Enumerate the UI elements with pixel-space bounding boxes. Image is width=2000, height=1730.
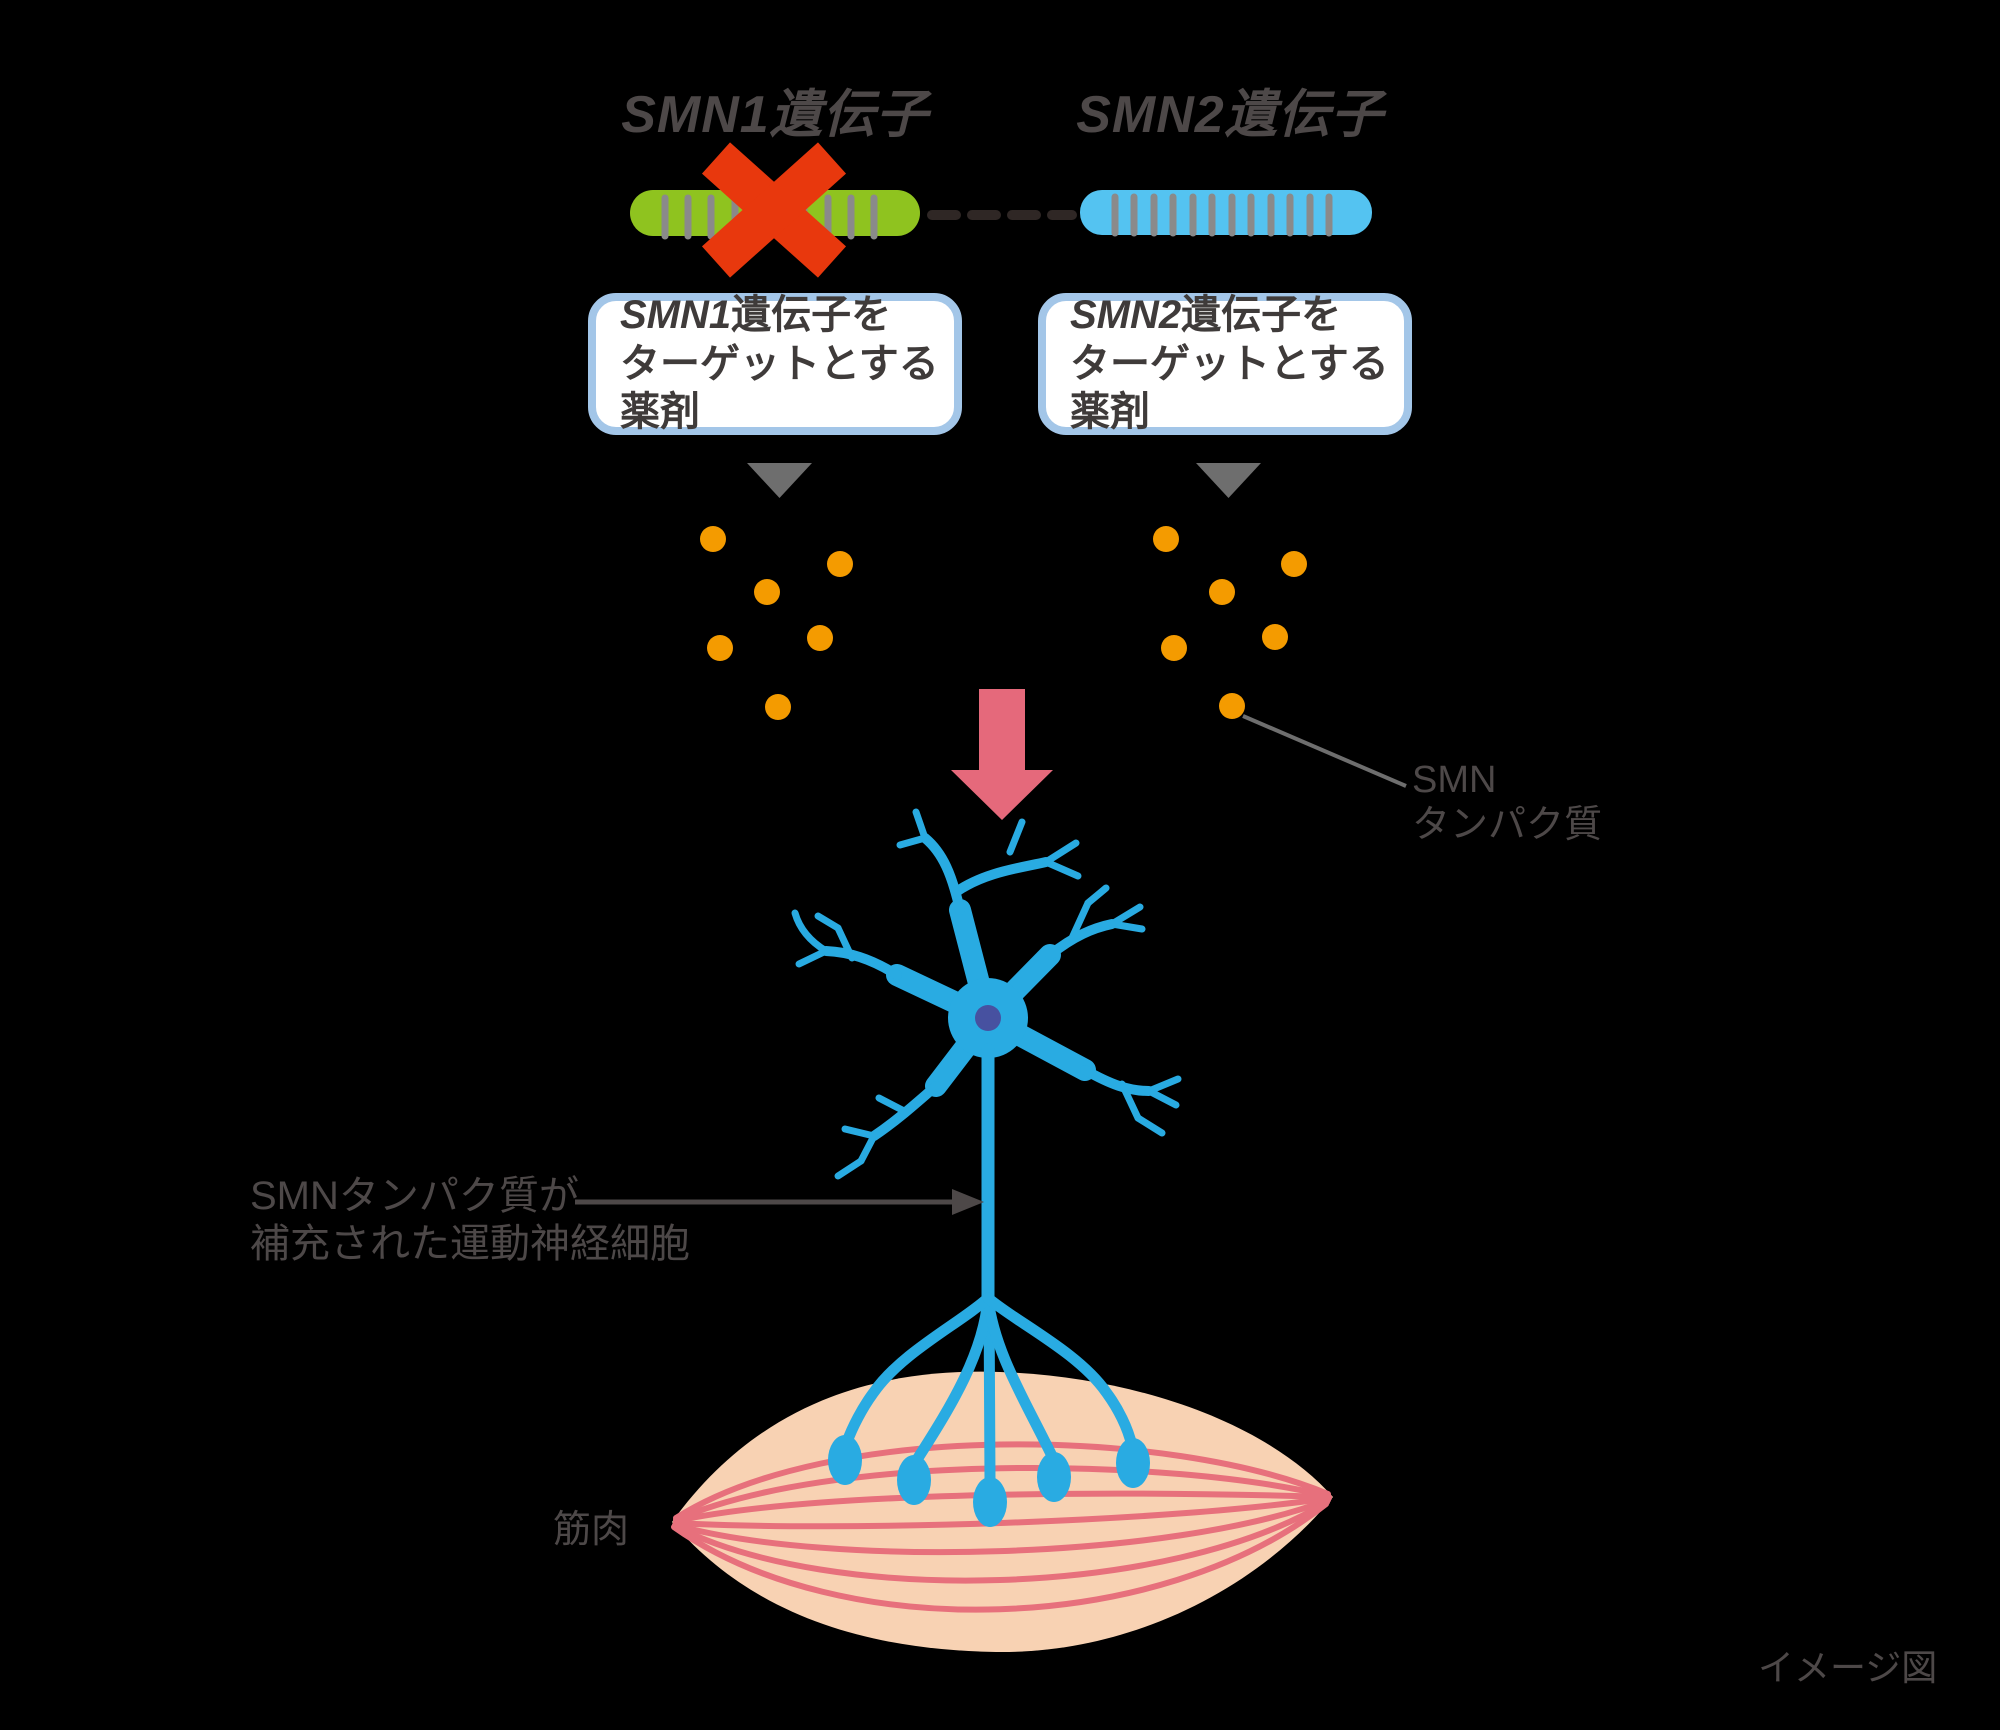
smn-protein-label-line1: SMN (1412, 759, 1497, 801)
smn-protein-dot (754, 579, 780, 605)
smn-protein-dot (827, 551, 853, 577)
image-note: イメージ図 (1758, 1647, 1938, 1688)
smn2-gene-title: SMN2遺伝子 (1045, 72, 1415, 147)
smn1-gene-title-suffix: 遺伝子 (769, 86, 929, 144)
axon-terminals (828, 1435, 1150, 1527)
smn-protein-label: SMN タンパク質 (1412, 758, 1602, 848)
axon-terminal (897, 1455, 931, 1505)
axon-terminal (828, 1435, 862, 1485)
smn-protein-label-line2: タンパク質 (1412, 803, 1603, 846)
smn-protein-dot (1262, 624, 1288, 650)
neuron-twigs (791, 808, 1182, 1180)
motor-neuron-label-arrow (575, 1189, 984, 1215)
smn1-drug-box-line1: SMN1遺伝子を (620, 291, 954, 340)
motor-neuron-label-line2: 補充された運動神経細胞 (250, 1222, 690, 1266)
smn2-gene-name: SMN2 (1076, 86, 1225, 144)
muscle-label: 筋肉 (553, 1509, 630, 1551)
muscle-fiber (672, 1499, 1330, 1584)
smn1-gene-name: SMN1 (621, 86, 770, 144)
smn2-drug-box: SMN2遺伝子を ターゲットとする薬剤 (1038, 293, 1412, 435)
red-cross-icon (701, 142, 847, 278)
smn-protein-dot (765, 694, 791, 720)
smn1-drug-box-line2: ターゲットとする薬剤 (620, 341, 939, 435)
smn-protein-dots-right (1153, 526, 1307, 719)
smn2-gene-stripes (1111, 193, 1333, 237)
axon-terminal (1116, 1438, 1150, 1488)
motor-neuron-illustration (791, 808, 1182, 1527)
smn-protein-leader-line (1242, 714, 1407, 788)
smn-protein-dot (707, 635, 733, 661)
down-triangle-arrow-left (747, 463, 812, 498)
muscle-fiber (673, 1441, 1331, 1521)
smn2-drug-gene-name: SMN2 (1070, 292, 1182, 337)
smn2-drug-line1-suffix: 遺伝子を (1181, 292, 1342, 337)
muscle-fiber (673, 1464, 1331, 1523)
smn1-drug-box: SMN1遺伝子を ターゲットとする薬剤 (588, 293, 962, 435)
muscle-fiber (671, 1501, 1329, 1613)
smn1-gene-title: SMN1遺伝子 (590, 72, 960, 147)
neuron-dendrites (821, 833, 1154, 1141)
smn2-drug-box-line1: SMN2遺伝子を (1070, 291, 1404, 340)
muscle-fiber (672, 1497, 1331, 1556)
smn-protein-dot (1153, 526, 1179, 552)
axon-branches (841, 1292, 1138, 1486)
smn2-drug-box-line2: ターゲットとする薬剤 (1070, 341, 1389, 435)
smn-protein-dot (1281, 551, 1307, 577)
smn-protein-dot (1219, 693, 1245, 719)
smn2-gene-title-suffix: 遺伝子 (1224, 86, 1384, 144)
motor-neuron-label: SMNタンパク質が 補充された運動神経細胞 (250, 1172, 690, 1268)
pink-down-arrow-icon (951, 689, 1053, 820)
axon-terminal (1037, 1452, 1071, 1502)
smn-protein-dot (1209, 579, 1235, 605)
smn-protein-dot (700, 526, 726, 552)
muscle-fiber (673, 1495, 1332, 1530)
smn1-drug-gene-name: SMN1 (620, 292, 732, 337)
neuron-nucleus (975, 1005, 1001, 1031)
smn-protein-dots-left (700, 526, 853, 720)
axon-terminal (973, 1477, 1007, 1527)
motor-neuron-label-line1: SMNタンパク質が (250, 1174, 579, 1218)
down-triangle-arrow-right (1196, 463, 1261, 498)
smn-protein-dot (1161, 635, 1187, 661)
smn1-drug-line1-suffix: 遺伝子を (731, 292, 892, 337)
smn-protein-dot (807, 625, 833, 651)
smn2-gene-pill (1080, 190, 1372, 237)
